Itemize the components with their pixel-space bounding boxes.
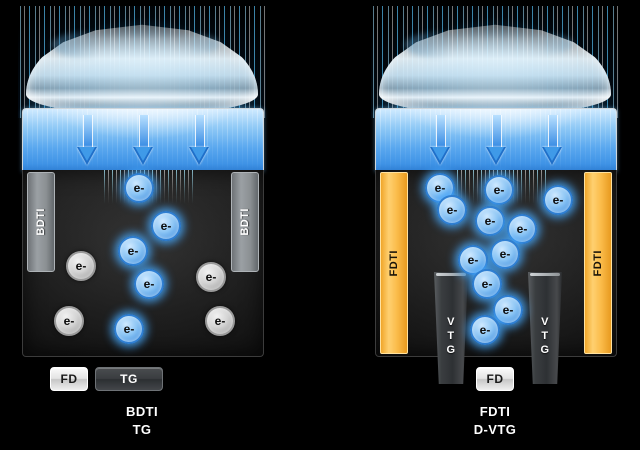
down-arrow-icon — [486, 115, 506, 167]
electron-blue: e- — [475, 206, 505, 236]
caption-left-line2: TG — [132, 421, 152, 437]
fd-button-left[interactable]: FD — [50, 367, 88, 391]
tg-button-left[interactable]: TG — [95, 367, 163, 391]
bdti-bar-right: BDTI — [231, 172, 259, 272]
electron-gray: e- — [196, 262, 226, 292]
bdti-label-right: BDTI — [239, 208, 251, 236]
caption-right: FDTI D-VTG — [365, 403, 625, 438]
electron-gray: e- — [54, 306, 84, 336]
microlens-highlight2-right — [517, 34, 573, 54]
caption-right-line1: FDTI — [479, 404, 511, 419]
electron-blue: e- — [124, 173, 154, 203]
electron-blue: e- — [437, 195, 467, 225]
electron-gray: e- — [66, 251, 96, 281]
fdti-bar-left: FDTI — [380, 172, 408, 354]
electron-blue: e- — [472, 269, 502, 299]
fdti-label-left: FDTI — [388, 249, 400, 277]
down-arrow-icon — [133, 115, 153, 167]
microlens-highlight-right — [405, 32, 475, 58]
down-arrow-icon — [430, 115, 450, 167]
microlens-highlight-left — [52, 32, 122, 58]
fd-button-right[interactable]: FD — [476, 367, 514, 391]
down-arrow-icon — [189, 115, 209, 167]
down-arrow-icon — [77, 115, 97, 167]
fdti-bar-right: FDTI — [584, 172, 612, 354]
fdti-label-right: FDTI — [592, 249, 604, 277]
electron-blue: e- — [134, 269, 164, 299]
caption-left-line1: BDTI — [126, 404, 158, 419]
microlens-assembly-left — [12, 6, 272, 118]
electron-blue: e- — [151, 211, 181, 241]
photo-layer-left — [22, 108, 264, 172]
caption-right-line2: D-VTG — [473, 421, 517, 437]
microlens-assembly-right — [365, 6, 625, 118]
caption-left: BDTI TG — [12, 403, 272, 438]
electron-blue: e- — [490, 239, 520, 269]
electron-blue: e- — [114, 314, 144, 344]
electron-blue: e- — [118, 236, 148, 266]
down-arrow-icon — [542, 115, 562, 167]
microlens-highlight2-left — [164, 34, 220, 54]
bdti-label-left: BDTI — [35, 208, 47, 236]
electron-blue: e- — [470, 315, 500, 345]
electron-blue: e- — [543, 185, 573, 215]
electron-blue: e- — [484, 175, 514, 205]
electron-blue: e- — [507, 214, 537, 244]
electron-gray: e- — [205, 306, 235, 336]
photo-layer-right — [375, 108, 617, 172]
bdti-bar-left: BDTI — [27, 172, 55, 272]
electron-blue: e- — [493, 295, 523, 325]
